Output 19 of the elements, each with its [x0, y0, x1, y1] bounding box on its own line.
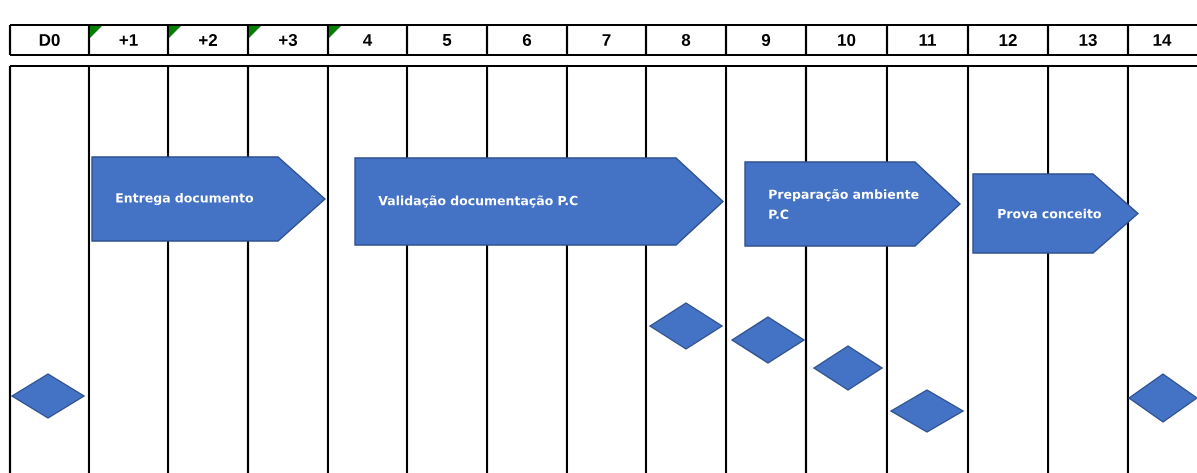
column-header: 9 [761, 33, 771, 46]
column-header: 8 [681, 33, 691, 46]
arrow-box: Prova conceito [972, 173, 1140, 254]
arrow-box: Validação documentação P.C [354, 157, 725, 246]
column-header: 13 [1079, 33, 1097, 46]
column-header: 4 [363, 34, 373, 46]
column-header: 14 [1153, 34, 1172, 46]
column-header: 10 [838, 33, 856, 46]
column-header: 11 [919, 34, 936, 46]
arrow-box: Entrega documento [91, 156, 327, 242]
column-header: 6 [522, 33, 532, 46]
column-header: D0 [39, 33, 60, 46]
column-header: +2 [199, 34, 217, 46]
arrow-box: Preparação ambiente P.C [744, 161, 962, 247]
column-header: 5 [442, 34, 452, 46]
column-header: +3 [279, 33, 298, 46]
column-header: +1 [119, 34, 138, 46]
column-header: 7 [602, 34, 611, 46]
column-header: 12 [999, 34, 1017, 46]
